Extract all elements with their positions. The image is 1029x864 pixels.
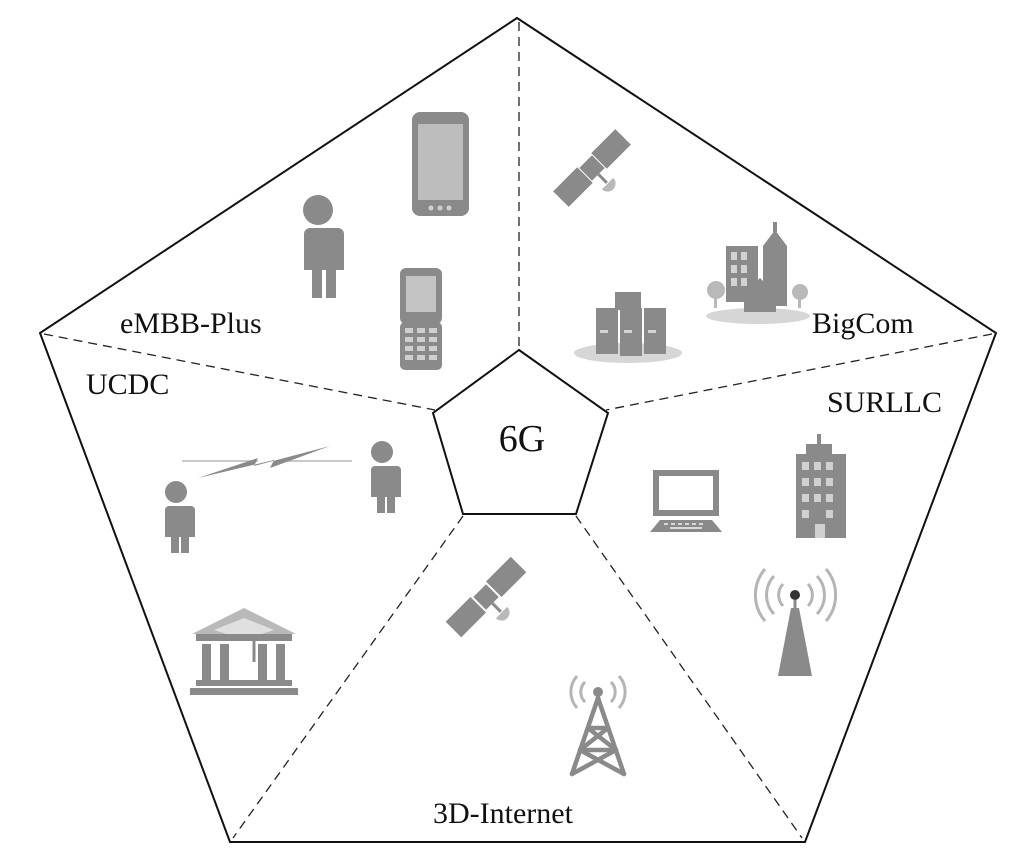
server-cluster-icon bbox=[574, 292, 682, 363]
divider-bottom-right bbox=[575, 515, 803, 839]
person-icon bbox=[367, 441, 401, 513]
center-label: 6G bbox=[499, 418, 545, 460]
computer-monitor-icon bbox=[650, 470, 722, 532]
label-ucdc: UCDC bbox=[86, 368, 169, 401]
smartphone-icon bbox=[412, 112, 469, 216]
satellite-icon bbox=[553, 129, 631, 207]
radio-tower-icon bbox=[569, 675, 627, 777]
university-icon bbox=[190, 608, 298, 695]
label-embb-plus: eMBB-Plus bbox=[120, 307, 262, 340]
divider-right bbox=[605, 333, 993, 411]
wireless-link-icon bbox=[182, 446, 352, 478]
outer-pentagon bbox=[38, 16, 998, 843]
divider-left bbox=[43, 333, 436, 411]
divider-bottom-left bbox=[232, 515, 464, 839]
city-buildings-icon bbox=[706, 222, 810, 324]
label-surllc: SURLLC bbox=[827, 386, 942, 419]
inner-pentagon bbox=[431, 348, 610, 515]
person-icon bbox=[298, 195, 344, 298]
label-bigcom: BigCom bbox=[812, 307, 914, 340]
antenna-icon bbox=[753, 568, 838, 676]
office-building-icon bbox=[796, 434, 846, 538]
label-3d-internet: 3D-Internet bbox=[433, 797, 574, 830]
satellite-icon bbox=[445, 556, 527, 638]
flip-phone-icon bbox=[400, 268, 442, 370]
person-icon bbox=[161, 481, 195, 553]
